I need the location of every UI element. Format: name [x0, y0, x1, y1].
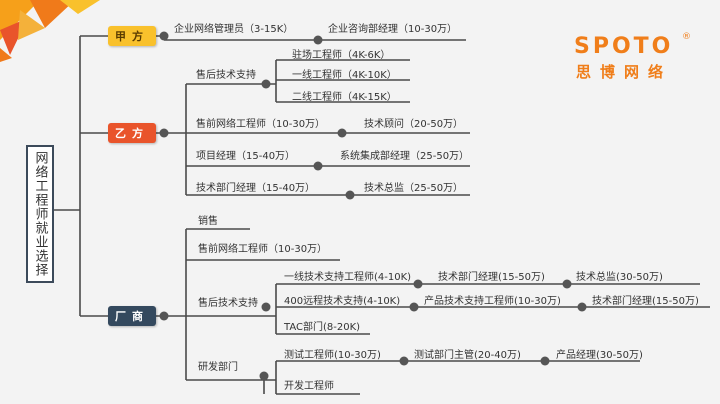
- node-admin: 企业网络管理员（3-15K）: [174, 24, 293, 36]
- node-rd: 研发部门: [198, 362, 238, 374]
- node-r-dept-mgr: 技术部门经理(15-50万): [592, 296, 699, 308]
- node-l1-director: 技术总监(30-50万): [576, 272, 663, 284]
- node-l1-dept-mgr: 技术部门经理(15-50万): [438, 272, 545, 284]
- node-tech-advisor: 技术顾问（20-50万）: [364, 119, 463, 131]
- node-product-mgr: 产品经理(30-50万): [556, 350, 643, 362]
- logo-chinese-name: 思博网络: [574, 61, 673, 82]
- node-dev-eng: 开发工程师: [284, 381, 334, 393]
- node-test-mgr: 测试部门主管(20-40万): [414, 350, 521, 362]
- logo-brand: SPOTO: [574, 34, 673, 59]
- node-si-mgr: 系统集成部经理（25-50万）: [340, 151, 469, 163]
- node-line2: 二线工程师（4K-15K）: [292, 92, 397, 104]
- node-tech-dept-mgr: 技术部门经理（15-40万）: [196, 183, 315, 195]
- root-title: 网络工程师就业选择: [31, 151, 50, 277]
- node-v-presales: 售前网络工程师（10-30万）: [198, 244, 327, 256]
- node-tech-director: 技术总监（25-50万）: [364, 183, 463, 195]
- node-pm: 项目经理（15-40万）: [196, 151, 295, 163]
- node-v-aftersales: 售后技术支持: [198, 298, 258, 310]
- node-onsite: 驻场工程师（4K-6K）: [292, 50, 390, 62]
- logo-registered-mark: ®: [682, 32, 691, 42]
- node-test-eng: 测试工程师(10-30万): [284, 350, 381, 362]
- category-vendor: 厂商: [108, 306, 156, 326]
- node-remote400: 400远程技术支持(4-10K): [284, 296, 400, 308]
- category-vendor-label: 厂商: [115, 308, 149, 324]
- node-consult-mgr: 企业咨询部经理（10-30万）: [328, 24, 457, 36]
- category-jia-label: 甲方: [115, 28, 149, 44]
- node-yi-presales: 售前网络工程师（10-30万）: [196, 119, 325, 131]
- node-yi-aftersales: 售后技术支持: [196, 70, 256, 82]
- category-jia: 甲方: [108, 26, 156, 46]
- node-product-support: 产品技术支持工程师(10-30万): [424, 296, 561, 308]
- node-sales: 销售: [198, 216, 218, 228]
- node-tac: TAC部门(8-20K): [284, 322, 360, 334]
- node-l1-support: 一线技术支持工程师(4-10K): [284, 272, 411, 284]
- node-line1: 一线工程师（4K-10K）: [292, 70, 397, 82]
- spoto-logo: SPOTO ® 思博网络: [574, 34, 673, 82]
- category-yi: 乙方: [108, 123, 156, 143]
- root-node: 网络工程师就业选择: [26, 145, 54, 283]
- category-yi-label: 乙方: [115, 125, 149, 141]
